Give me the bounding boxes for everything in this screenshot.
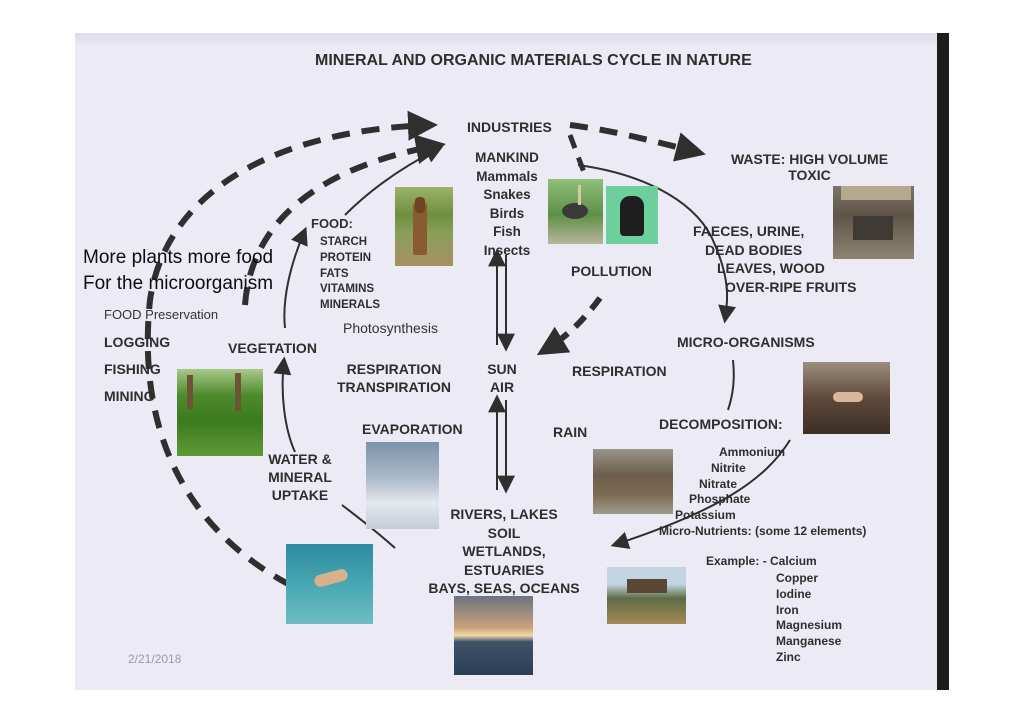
clouds-photo	[366, 442, 439, 529]
decomp-phosphate: Phosphate	[689, 492, 751, 507]
industries-label: INDUSTRIES	[467, 119, 552, 135]
rocks-photo	[593, 449, 673, 514]
decomp-ammonium: Ammonium	[719, 445, 785, 459]
slide-date: 2/21/2018	[128, 652, 182, 666]
faeces-line-1: FAECES, URINE,	[693, 223, 805, 239]
example-label: Example: - Calcium	[706, 554, 817, 568]
dashed-arrow-inner	[242, 134, 446, 306]
sun-line: SUN	[487, 361, 517, 377]
line-decomposition	[727, 359, 735, 411]
photosynthesis-label: Photosynthesis	[343, 320, 438, 336]
arrow-uptake-to-vegetation	[273, 356, 296, 453]
faeces-line-4: OVER-RIPE FRUITS	[725, 278, 857, 295]
faeces-line-2: DEAD BODIES	[705, 241, 803, 258]
waste-line-1: WASTE: HIGH VOLUME	[730, 151, 889, 167]
example-iron: Iron	[776, 602, 799, 617]
arrow-decomposition-to-rivers	[610, 439, 791, 550]
gorilla-photo	[606, 186, 658, 244]
arrow-to-microorganisms	[577, 164, 737, 324]
example-iodine: Iodine	[776, 586, 812, 601]
sun-air-label: SUN AIR	[482, 360, 522, 396]
water-uptake-line-3: UPTAKE	[271, 487, 329, 503]
arrow-food-to-industries	[344, 146, 444, 216]
compost-hands-photo	[803, 362, 890, 434]
food-protein: PROTEIN	[320, 251, 372, 264]
food-starch: STARCH	[320, 236, 368, 248]
water-bodies-label: RIVERS, LAKES SOIL WETLANDS, ESTUARIES B…	[410, 505, 598, 598]
transpiration-line: TRANSPIRATION	[336, 379, 452, 395]
food-vitamins: VITAMINS	[320, 283, 375, 296]
slide-top-strip	[75, 33, 937, 47]
animal-mammals: Mammals	[476, 168, 538, 184]
faeces-line-3: LEAVES, WOOD	[717, 260, 825, 276]
overlay-line-2: For the microorganism	[83, 273, 274, 294]
water-bodies-line-2: SOIL	[487, 524, 521, 541]
water-bodies-line-3: WETLANDS,	[462, 543, 546, 559]
respiration-label: RESPIRATION	[572, 363, 667, 379]
example-copper: Copper	[776, 571, 818, 585]
decomposition-items: Ammonium Nitrite Nitrate Phosphate Potas…	[659, 445, 889, 540]
respiration-transpiration-label: RESPIRATION TRANSPIRATION	[330, 360, 458, 396]
barn-photo	[833, 186, 914, 259]
example-magnesium: Magnesium	[776, 618, 843, 633]
water-bodies-line-4: ESTUARIES	[463, 561, 545, 578]
rain-label: RAIN	[553, 424, 588, 440]
decomp-micronutrients: Micro-Nutrients: (some 12 elements)	[659, 523, 867, 538]
vegetation-label: VEGETATION	[228, 340, 317, 356]
slide-right-border	[937, 33, 949, 690]
waste-label: WASTE: HIGH VOLUME TOXIC	[722, 151, 897, 183]
food-label: FOOD:	[311, 216, 353, 231]
diagram-title: MINERAL AND ORGANIC MATERIALS CYCLE IN N…	[315, 52, 752, 69]
water-uptake-label: WATER & MINERAL UPTAKE	[262, 450, 338, 504]
food-items: STARCH PROTEIN FATS VITAMINS MINERALS	[320, 235, 380, 314]
air-line: AIR	[489, 379, 515, 395]
animal-birds: Birds	[489, 205, 525, 221]
food-minerals: MINERALS	[320, 299, 381, 312]
dashed-arrow-outer	[144, 110, 438, 588]
fishing-label: FISHING	[104, 361, 161, 377]
arrow-vegetation-up	[283, 226, 308, 329]
horse-photo	[395, 187, 453, 266]
animal-fish: Fish	[493, 224, 521, 239]
water-uptake-line-1: WATER &	[268, 451, 332, 467]
example-zinc: Zinc	[776, 649, 801, 664]
dashed-arrow-pollution	[536, 296, 603, 356]
faeces-label: FAECES, URINE, DEAD BODIES LEAVES, WOOD …	[685, 222, 880, 296]
decomposition-label: DECOMPOSITION:	[659, 416, 783, 432]
water-uptake-line-2: MINERAL	[268, 469, 332, 485]
decomp-nitrite: Nitrite	[711, 460, 746, 475]
food-fats: FATS	[320, 267, 349, 280]
animal-insects: Insects	[483, 242, 531, 258]
ostrich-photo	[548, 179, 603, 244]
dashed-arrow-industries-down	[567, 134, 588, 176]
food-preservation-label: FOOD Preservation	[104, 307, 219, 322]
respiration-line: RESPIRATION	[346, 361, 442, 377]
consumers-list: MANKIND Mammals Snakes Birds Fish Insect…	[466, 149, 548, 260]
evaporation-label: EVAPORATION	[362, 421, 463, 437]
animal-snakes: Snakes	[483, 187, 531, 202]
line-rivers-to-uptake	[341, 504, 396, 549]
microorganisms-label: MICRO-ORGANISMS	[677, 334, 815, 350]
example-manganese: Manganese	[776, 634, 842, 649]
example-items: Copper Iodine Iron Magnesium Manganese Z…	[776, 571, 842, 666]
mankind-label: MANKIND	[475, 150, 539, 165]
decomp-potassium: Potassium	[675, 508, 736, 523]
decomp-nitrate: Nitrate	[699, 476, 738, 491]
waste-line-2: TOXIC	[788, 167, 831, 184]
mining-label: MINING	[104, 388, 155, 404]
sunset-sea-photo	[454, 596, 533, 675]
vegetation-photo	[177, 369, 263, 456]
logging-label: LOGGING	[104, 334, 171, 350]
overlay-line-1: More plants more food	[83, 247, 274, 268]
water-bodies-line-1: RIVERS, LAKES	[450, 506, 558, 522]
slide-background	[75, 33, 937, 690]
water-bodies-line-5: BAYS, SEAS, OCEANS	[428, 580, 580, 596]
hut-photo	[607, 567, 686, 624]
diver-fish-photo	[286, 544, 373, 624]
pollution-label: POLLUTION	[571, 263, 652, 279]
dashed-arrow-to-waste	[569, 122, 706, 162]
